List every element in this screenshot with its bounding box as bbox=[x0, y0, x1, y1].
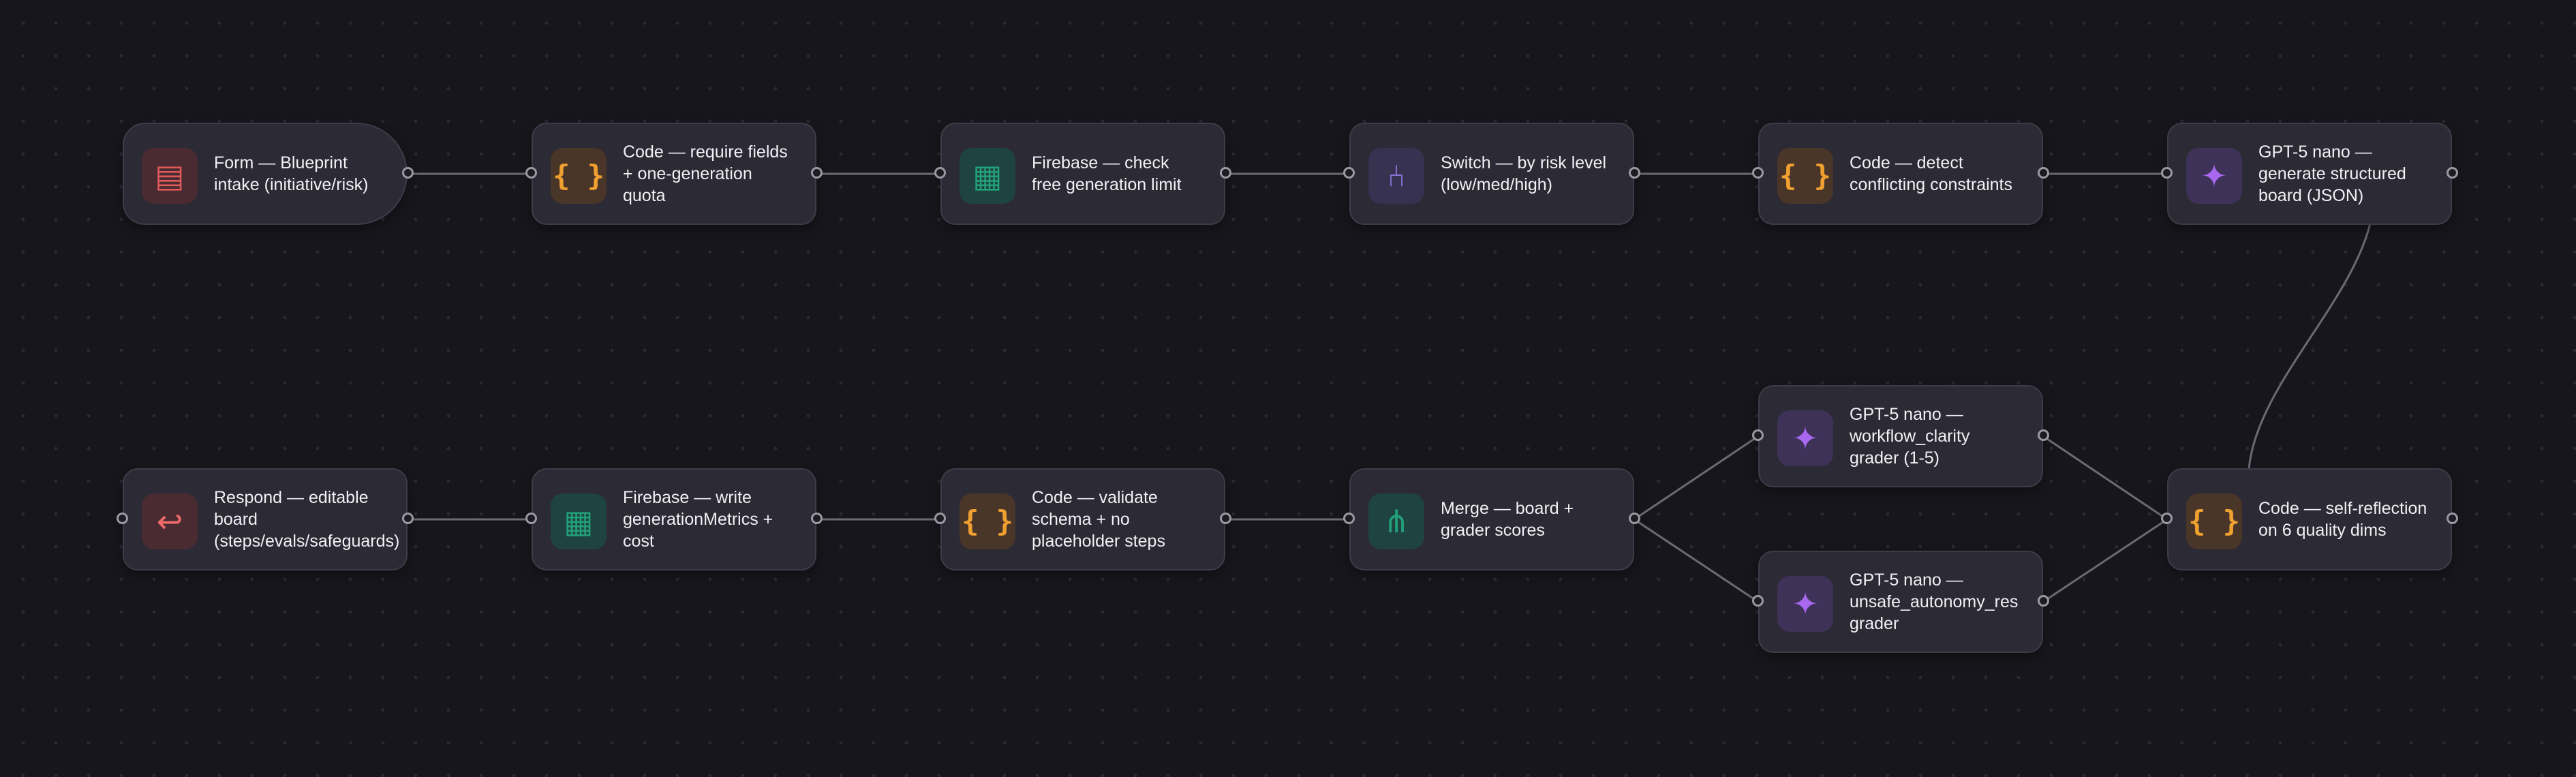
switch-branch-icon: ⑃ bbox=[1368, 148, 1424, 204]
input-port[interactable] bbox=[1343, 513, 1355, 524]
edge-gpt-autonomy-grader-to-merge-scores bbox=[1634, 518, 1759, 603]
node-label: GPT-5 nano — unsafe_autonomy_res grader bbox=[1850, 570, 2019, 633]
edge-gpt-generate-board-to-code-self-reflection bbox=[2248, 223, 2372, 470]
output-port[interactable] bbox=[2038, 595, 2049, 607]
input-port[interactable] bbox=[934, 513, 946, 524]
output-port[interactable] bbox=[402, 513, 414, 524]
output-port[interactable] bbox=[2447, 513, 2458, 524]
node-form-intake[interactable]: ▤ Form — Blueprint intake (initiative/ris… bbox=[123, 123, 414, 225]
code-braces-icon: { } bbox=[1777, 148, 1833, 204]
output-port[interactable] bbox=[2447, 167, 2458, 179]
input-port[interactable] bbox=[934, 167, 946, 179]
node-code-require-fields[interactable]: { } Code — require fields + one-generatio… bbox=[525, 123, 823, 225]
form-icon: ▤ bbox=[142, 148, 198, 204]
input-port[interactable] bbox=[2161, 513, 2173, 524]
node-gpt-autonomy-grader[interactable]: ✦ GPT-5 nano — unsafe_autonomy_res grader bbox=[1752, 551, 2049, 653]
node-label: Switch — by risk level (low/med/high) bbox=[1441, 153, 1607, 194]
node-label: Code — detect conflicting constraints bbox=[1850, 153, 2013, 194]
node-label: Merge — board + grader scores bbox=[1441, 499, 1574, 540]
node-label: Code — require fields + one-generation q… bbox=[623, 142, 788, 205]
code-braces-icon: { } bbox=[960, 493, 1015, 549]
output-port[interactable] bbox=[811, 167, 823, 179]
input-port[interactable] bbox=[1752, 595, 1764, 607]
node-label: Firebase — write generationMetrics + cos… bbox=[623, 488, 773, 551]
input-port[interactable] bbox=[525, 167, 537, 179]
output-port[interactable] bbox=[1220, 513, 1231, 524]
edge-code-self-reflection-to-gpt-workflow-grader bbox=[2042, 435, 2168, 521]
node-gpt-generate-board[interactable]: ✦ GPT-5 nano — generate structured board … bbox=[2161, 123, 2458, 225]
sparkle-icon: ✦ bbox=[2186, 148, 2242, 204]
node-respond-board[interactable]: ↩ Respond — editable board (steps/evals/s… bbox=[117, 468, 414, 570]
input-port[interactable] bbox=[1752, 167, 1764, 179]
node-firebase-write-metrics[interactable]: ▦ Firebase — write generationMetrics + co… bbox=[525, 468, 823, 570]
node-code-validate-schema[interactable]: { } Code — validate schema + no placehold… bbox=[934, 468, 1231, 570]
node-label: Code — self-reflection on 6 quality dims bbox=[2258, 499, 2427, 540]
node-gpt-workflow-grader[interactable]: ✦ GPT-5 nano — workflow_clarity grader (1… bbox=[1752, 385, 2049, 487]
input-port[interactable] bbox=[1343, 167, 1355, 179]
node-label: GPT-5 nano — generate structured board (… bbox=[2258, 142, 2406, 205]
input-port[interactable] bbox=[1752, 429, 1764, 441]
node-label: Form — Blueprint intake (initiative/risk… bbox=[214, 153, 369, 194]
node-firebase-check-limit[interactable]: ▦ Firebase — check free generation limit bbox=[934, 123, 1231, 225]
edge-code-self-reflection-to-gpt-autonomy-grader bbox=[2042, 518, 2168, 603]
database-icon: ▦ bbox=[551, 493, 607, 549]
node-label: Firebase — check free generation limit bbox=[1032, 153, 1182, 194]
node-code-detect-conflicts[interactable]: { } Code — detect conflicting constraints bbox=[1752, 123, 2049, 225]
input-port[interactable] bbox=[2161, 167, 2173, 179]
node-label: Code — validate schema + no placeholder … bbox=[1032, 488, 1165, 551]
code-braces-icon: { } bbox=[551, 148, 607, 204]
output-port[interactable] bbox=[1220, 167, 1231, 179]
sparkle-icon: ✦ bbox=[1777, 576, 1833, 632]
node-code-self-reflection[interactable]: { } Code — self-reflection on 6 quality d… bbox=[2161, 468, 2458, 570]
edge-gpt-workflow-grader-to-merge-scores bbox=[1634, 435, 1759, 521]
code-braces-icon: { } bbox=[2186, 493, 2242, 549]
output-port[interactable] bbox=[2038, 429, 2049, 441]
node-merge-scores[interactable]: ⋔ Merge — board + grader scores bbox=[1343, 468, 1640, 570]
output-port[interactable] bbox=[1629, 513, 1640, 524]
output-port[interactable] bbox=[1629, 167, 1640, 179]
database-icon: ▦ bbox=[960, 148, 1015, 204]
node-label: GPT-5 nano — workflow_clarity grader (1-… bbox=[1850, 405, 1970, 468]
node-switch-risk[interactable]: ⑃ Switch — by risk level (low/med/high) bbox=[1343, 123, 1640, 225]
input-port[interactable] bbox=[525, 513, 537, 524]
output-port[interactable] bbox=[402, 167, 414, 179]
sparkle-icon: ✦ bbox=[1777, 410, 1833, 466]
output-port[interactable] bbox=[811, 513, 823, 524]
reply-icon: ↩ bbox=[142, 493, 198, 549]
node-label: Respond — editable board (steps/evals/sa… bbox=[214, 488, 399, 551]
input-port[interactable] bbox=[117, 513, 128, 524]
output-port[interactable] bbox=[2038, 167, 2049, 179]
merge-icon: ⋔ bbox=[1368, 493, 1424, 549]
